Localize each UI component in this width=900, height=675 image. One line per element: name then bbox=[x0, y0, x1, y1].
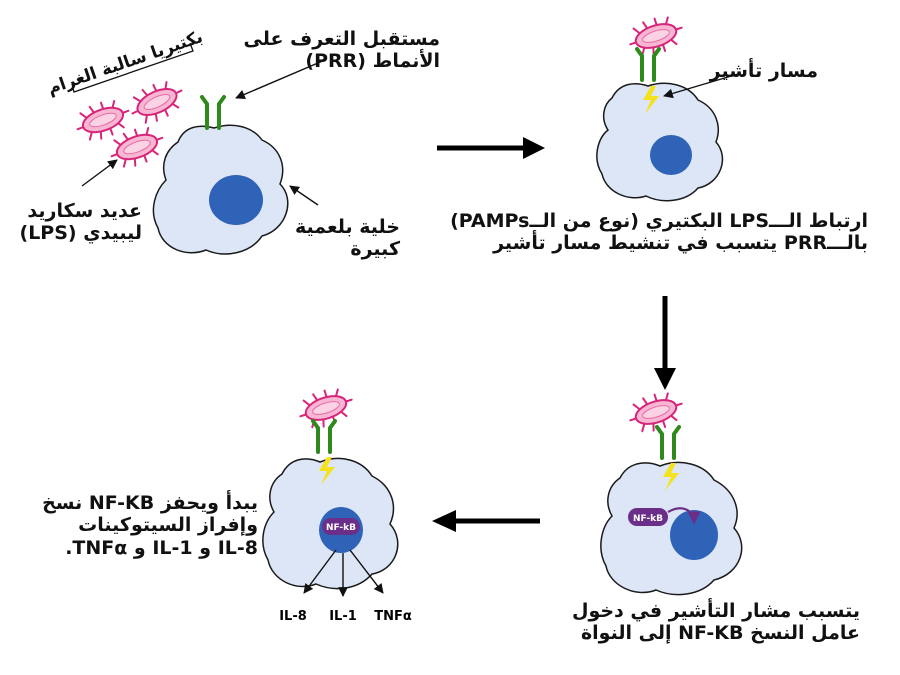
prr-receptor-icon bbox=[655, 425, 681, 460]
pointer-arrow bbox=[235, 59, 326, 100]
signal-pathway-label: مسار تأشير bbox=[709, 60, 818, 82]
signal-lightning-icon bbox=[319, 457, 335, 485]
pointer-arrow bbox=[289, 185, 319, 206]
signal-lightning-icon bbox=[643, 86, 659, 114]
bacterium-icon bbox=[294, 382, 358, 434]
lps-label: عديد سكاريد ليبيدي (LPS) bbox=[19, 200, 143, 245]
cytokine-il8-label: IL-8 bbox=[279, 609, 307, 624]
cytokine-il1-label: IL-1 bbox=[329, 609, 357, 624]
macrophage-label: خلية بلعمية كبيرة bbox=[295, 216, 400, 261]
nucleus bbox=[670, 510, 718, 560]
cytokine-tnfa-label: TNFα bbox=[374, 609, 412, 624]
prr-receptor-icon bbox=[200, 95, 226, 130]
nfkb-label: NF-kB bbox=[633, 514, 663, 524]
nucleus bbox=[209, 175, 263, 225]
secretion-arrow bbox=[349, 549, 384, 594]
nfkb-translocation-arrow bbox=[667, 507, 701, 525]
bacterium-icon bbox=[124, 74, 190, 130]
pointer-arrow bbox=[81, 159, 118, 187]
bacterium-icon bbox=[104, 120, 170, 174]
panel4-caption: يبدأ ويحفز NF-KB نسخ وإفراز السيتوكينات … bbox=[42, 492, 258, 559]
signal-lightning-icon bbox=[663, 463, 679, 491]
prr-label: مستقبل التعرف على الأنماط (PRR) bbox=[243, 28, 440, 73]
prr-receptor-icon bbox=[635, 47, 661, 82]
panel3-caption: يتسبب مشار التأشير في دخول عامل النسخ NF… bbox=[571, 600, 860, 645]
nfkb-badge: NF-kB bbox=[322, 518, 360, 535]
panel2-caption: ارتباط الـــLPS البكتيري (نوع من الــPAM… bbox=[450, 210, 868, 255]
nucleus bbox=[650, 135, 692, 175]
panel1-bacteria-bracket bbox=[71, 42, 194, 93]
pointer-arrow bbox=[663, 73, 739, 99]
secretion-arrow bbox=[303, 549, 337, 594]
nfkb-label: NF-kB bbox=[326, 523, 356, 533]
bacterium-icon bbox=[70, 93, 136, 147]
nfkb-badge: NF-kB bbox=[628, 508, 668, 526]
